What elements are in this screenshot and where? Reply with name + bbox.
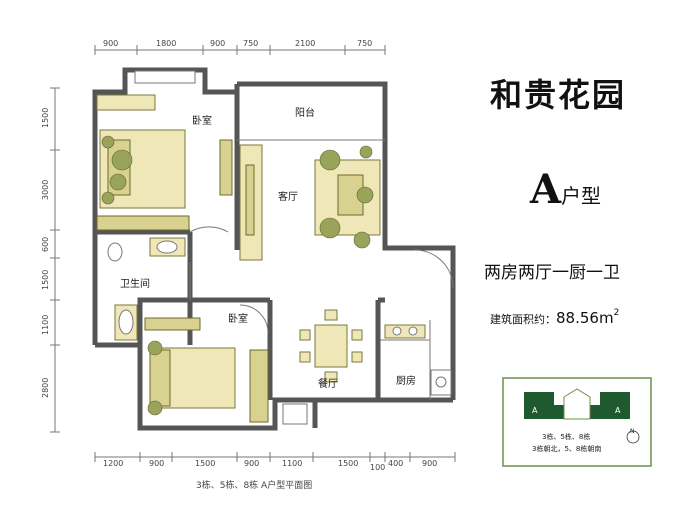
compass-icon xyxy=(626,430,640,444)
room-label-dining-room: 餐厅 xyxy=(318,377,338,390)
building-area: 建筑面积约：88.56m2 xyxy=(490,308,619,327)
living-room-furniture xyxy=(239,144,381,261)
left-dimension-line: 1500 3000 600 1500 1100 2800 xyxy=(41,87,60,433)
room-label-balcony: 阳台 xyxy=(295,106,315,119)
room-label-kitchen: 厨房 xyxy=(396,374,416,387)
key-plan-right-block xyxy=(590,392,630,419)
unit-type-label: 户型 xyxy=(561,184,602,208)
dim-top-2: 1800 xyxy=(156,39,176,48)
key-plan-label-left: A xyxy=(532,406,538,415)
top-dimension-line: 900 1800 900 750 2100 750 xyxy=(94,39,386,55)
key-plan-orientation: 3栋朝北，5、8栋朝南 xyxy=(532,444,601,453)
dim-bottom-8: 400 xyxy=(388,459,403,468)
dining-furniture xyxy=(299,309,363,383)
dim-bottom-1: 1200 xyxy=(103,459,123,468)
plan-caption: 3栋、5栋、8栋 A户型平面图 xyxy=(196,479,312,491)
bottom-dimension-line: 1200 900 1500 900 1100 1500 100 400 900 xyxy=(94,452,456,472)
dim-bottom-5: 1100 xyxy=(282,459,302,468)
room-label-bedroom-bottom: 卧室 xyxy=(228,312,248,325)
project-title: 和贵花园 xyxy=(490,76,627,114)
unit-type: A户型 xyxy=(530,166,601,213)
dim-bottom-4: 900 xyxy=(244,459,259,468)
dim-bottom-9: 900 xyxy=(422,459,437,468)
dim-top-6: 750 xyxy=(357,39,372,48)
area-label: 建筑面积约： xyxy=(490,313,556,326)
area-value: 88.56m xyxy=(556,309,614,327)
bedroom-top-furniture xyxy=(96,94,233,231)
key-plan-buildings: 3栋、5栋、8栋 xyxy=(542,432,590,441)
room-label-living-room: 客厅 xyxy=(278,190,298,203)
dim-top-3: 900 xyxy=(210,39,225,48)
unit-type-letter: A xyxy=(530,166,562,213)
dim-top-1: 900 xyxy=(103,39,118,48)
walls xyxy=(92,67,456,431)
dim-left-1: 1500 xyxy=(41,108,50,128)
dim-left-2: 3000 xyxy=(41,180,50,200)
dim-bottom-3: 1500 xyxy=(195,459,215,468)
layout-description: 两房两厅一厨一卫 xyxy=(484,263,620,283)
dim-top-4: 750 xyxy=(243,39,258,48)
key-plan-left-block xyxy=(524,392,564,419)
dim-left-3: 600 xyxy=(41,237,50,252)
area-unit-superscript: 2 xyxy=(613,308,620,318)
dim-bottom-7: 100 xyxy=(370,463,385,472)
compass-label: N xyxy=(630,428,635,435)
dim-bottom-6: 1500 xyxy=(338,459,358,468)
key-plan-label-right: A xyxy=(615,406,621,415)
dim-left-6: 2800 xyxy=(41,378,50,398)
dim-bottom-2: 900 xyxy=(149,459,164,468)
door-swings xyxy=(189,226,454,334)
kitchen-fixtures xyxy=(384,324,452,396)
bedroom-bottom-furniture xyxy=(144,317,269,423)
dim-left-4: 1500 xyxy=(41,270,50,290)
bathroom-fixtures xyxy=(107,237,186,341)
key-plan: A A 3栋、5栋、8栋 3栋朝北，5、8栋朝南 N xyxy=(502,377,652,467)
room-label-bedroom-top: 卧室 xyxy=(192,114,212,127)
dim-top-5: 2100 xyxy=(295,39,315,48)
dim-left-5: 1100 xyxy=(41,315,50,335)
room-label-bathroom: 卫生间 xyxy=(120,277,150,290)
